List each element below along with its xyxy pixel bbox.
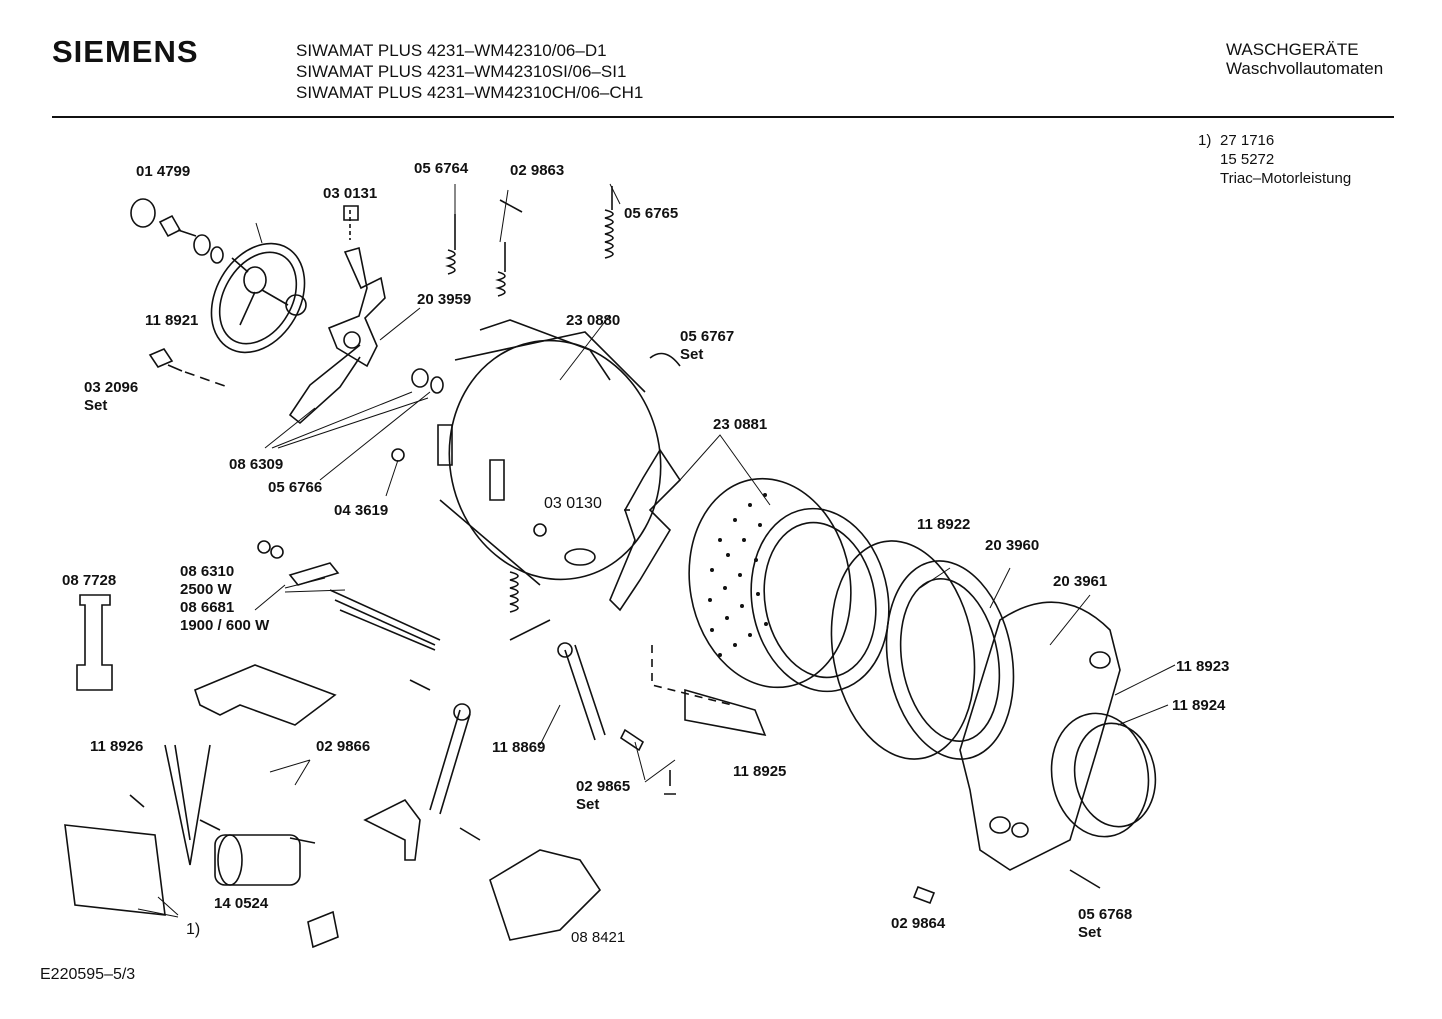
label-088421: 08 8421 <box>571 929 626 946</box>
model-line-3: SIWAMAT PLUS 4231–WM42310CH/06–CH1 <box>296 83 644 102</box>
label-029865-set: Set <box>576 796 600 813</box>
label-030130: 03 0130 <box>544 495 602 512</box>
clip <box>650 354 680 367</box>
label-056768: 05 6768 <box>1078 906 1133 923</box>
label-056767-set: Set <box>680 346 704 363</box>
pulley-wheel <box>193 227 324 369</box>
leader-lines <box>138 184 1175 917</box>
label-056768-set: Set <box>1078 924 1102 941</box>
label-032096-set: Set <box>84 397 108 414</box>
label-203960: 20 3960 <box>985 537 1040 554</box>
outer-tub <box>392 320 683 599</box>
label-029865: 02 9865 <box>576 778 631 795</box>
inner-drum <box>673 466 903 703</box>
label-032096: 03 2096 <box>84 379 139 396</box>
label-029866: 02 9866 <box>316 738 371 755</box>
category-subtitle: Waschvollautomaten <box>1226 59 1384 78</box>
label-203961: 20 3961 <box>1053 573 1108 590</box>
bearing-parts <box>131 199 225 386</box>
label-029864: 02 9864 <box>891 915 946 932</box>
label-118923: 11 8923 <box>1176 658 1230 675</box>
tub-springs <box>448 186 613 640</box>
category-title: WASCHGERÄTE <box>1226 40 1359 59</box>
model-line-1: SIWAMAT PLUS 4231–WM42310/06–D1 <box>296 41 607 60</box>
front-tub-panel <box>960 602 1163 870</box>
cable-harness <box>77 595 112 690</box>
label-056767: 05 6767 <box>680 328 735 345</box>
heater-element <box>258 541 440 650</box>
tub-ring <box>872 551 1029 769</box>
label-2500w: 2500 W <box>180 581 232 598</box>
seal-ring <box>815 530 991 771</box>
label-1900-600w: 1900 / 600 W <box>180 617 270 634</box>
screws <box>130 730 1100 903</box>
label-043619: 04 3619 <box>334 502 389 519</box>
label-056765: 05 6765 <box>624 205 679 222</box>
label-086310: 08 6310 <box>180 563 235 580</box>
brand-logo: SIEMENS <box>52 34 199 69</box>
label-footnote-ref: 1) <box>186 921 201 938</box>
mounting-plate <box>195 665 335 725</box>
label-118869: 11 8869 <box>492 739 546 756</box>
label-230880: 23 0880 <box>566 312 621 329</box>
control-module <box>65 825 165 915</box>
label-118921: 11 8921 <box>145 312 199 329</box>
label-056766: 05 6766 <box>268 479 323 496</box>
shock-absorbers <box>410 643 605 814</box>
label-086681: 08 6681 <box>180 599 235 616</box>
footnote-line-1: 27 1716 <box>1220 132 1275 149</box>
small-bracket <box>308 912 338 947</box>
label-203959: 20 3959 <box>417 291 472 308</box>
drum-spider <box>610 450 680 610</box>
footnote-marker: 1) <box>1198 132 1212 149</box>
label-230881: 23 0881 <box>713 416 768 433</box>
label-029863: 02 9863 <box>510 162 565 179</box>
footnote-line-3: Triac–Motorleistung <box>1220 170 1352 187</box>
model-line-2: SIWAMAT PLUS 4231–WM42310SI/06–SI1 <box>296 62 627 81</box>
detergent-prism <box>685 690 765 735</box>
header-rule <box>52 116 1394 118</box>
label-086309: 08 6309 <box>229 456 284 473</box>
bracket <box>365 800 420 860</box>
document-id: E220595–5/3 <box>40 966 136 983</box>
label-056764: 05 6764 <box>414 160 469 177</box>
label-030131: 03 0131 <box>323 185 378 202</box>
motor <box>200 820 315 885</box>
motor-bracket <box>290 206 385 423</box>
drive-belt <box>165 745 210 865</box>
label-087728: 08 7728 <box>62 572 117 589</box>
footnote-line-2: 15 5272 <box>1220 151 1275 168</box>
label-118924: 11 8924 <box>1172 697 1226 714</box>
door-lock <box>490 850 600 940</box>
label-118925: 11 8925 <box>733 763 787 780</box>
label-140524: 14 0524 <box>214 895 269 912</box>
label-014799: 01 4799 <box>136 163 191 180</box>
label-118926: 11 8926 <box>90 738 144 755</box>
label-118922: 11 8922 <box>917 516 971 533</box>
